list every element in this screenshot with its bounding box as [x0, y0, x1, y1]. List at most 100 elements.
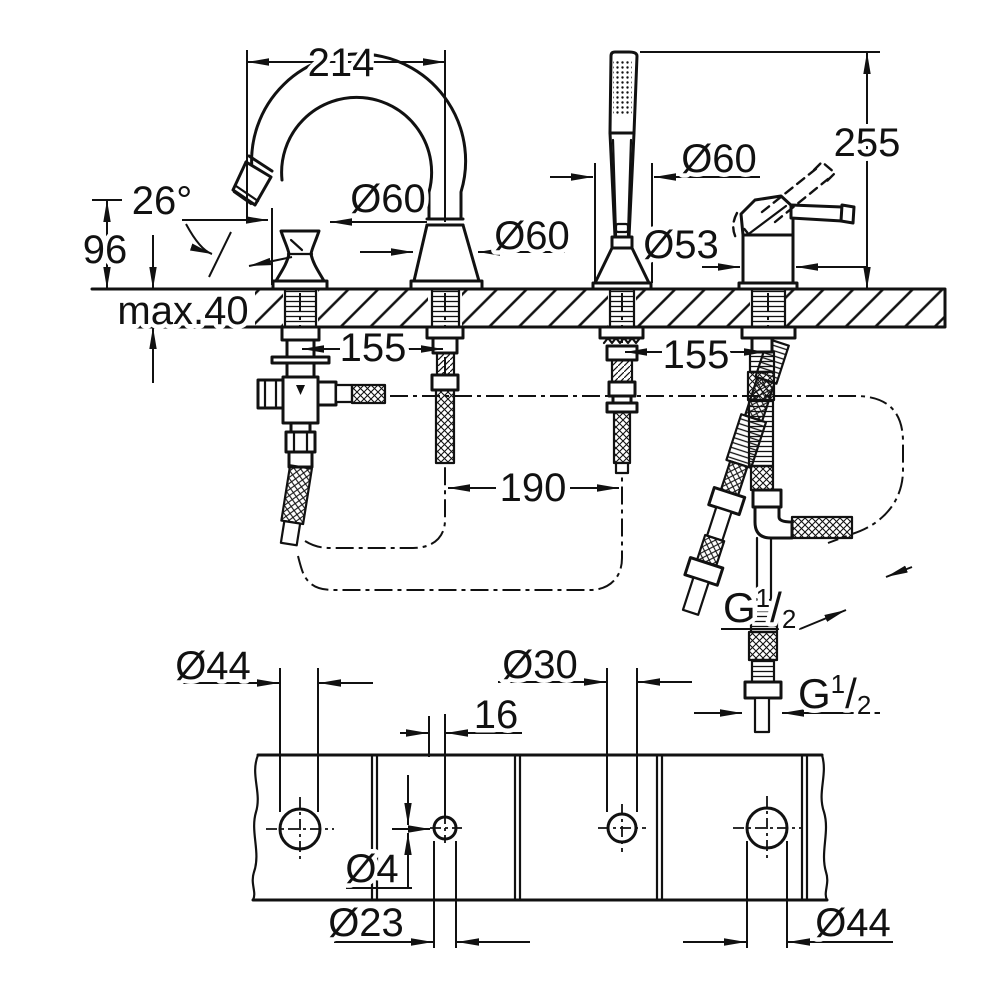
handle-baseplate	[271, 279, 329, 291]
handshower-handle-lines	[611, 138, 633, 237]
col1-below-deck	[256, 287, 387, 547]
dim-dia-pilot: Ø4	[345, 847, 398, 891]
col2-flange	[425, 325, 465, 340]
lever-handle	[732, 160, 856, 291]
col1-left-cap-nut	[256, 378, 285, 410]
col4-hose-nut	[743, 680, 783, 700]
col2-nut	[431, 336, 459, 355]
col1-cap-facets	[263, 378, 278, 410]
dim-dia-hole3: Ø30	[502, 643, 578, 687]
rim-outline	[90, 287, 947, 329]
col3-serrated-washer	[602, 336, 642, 345]
spout	[231, 52, 484, 291]
spout-baseplate	[409, 279, 484, 291]
rim-hatch	[462, 290, 608, 326]
col4-elbow-braid	[790, 515, 854, 540]
rim-plan-panel-joints	[370, 753, 809, 902]
dim-total-height: 255	[834, 121, 901, 165]
angle-slant-line	[208, 231, 232, 278]
handshower-spray-face	[613, 61, 632, 115]
dim-thread-lower: G1/2	[798, 669, 871, 720]
rim-hatch	[786, 290, 945, 326]
handshower-hose-centerline	[297, 473, 623, 591]
dim-16-extensions	[428, 714, 446, 816]
col3-hose-end	[614, 461, 630, 475]
dim-spout-reach: 214	[308, 41, 375, 85]
col1-union-facets	[292, 430, 309, 454]
dim-214-extensions	[246, 50, 446, 222]
rim-hatch	[255, 290, 283, 326]
spout-inner-arc	[280, 95, 434, 221]
dim-deck-thickness: max.40	[117, 289, 248, 333]
dim-pilot-leader	[346, 884, 412, 889]
spout-escutcheon	[412, 223, 481, 283]
col2-below-deck	[425, 287, 465, 465]
lever-head-seam	[748, 204, 788, 235]
col3-braided-hose	[612, 410, 632, 465]
dim-hole2-extensions	[433, 841, 457, 948]
spout-hose-centerline	[304, 466, 446, 549]
col3-adapter3	[605, 401, 639, 414]
plan-dimensions: Ø44 Ø30 16 Ø4 Ø23	[171, 639, 896, 950]
col1-outlet-nut	[316, 380, 338, 407]
col1-body2	[285, 361, 316, 379]
g12-upper-leader	[799, 609, 847, 630]
bath-rim-section	[90, 287, 947, 329]
shower-hose-loop-centerline	[390, 395, 904, 544]
col4-hose-end	[753, 696, 771, 734]
side-view-dimensions: 214 255 26° 96 max.40 Ø60	[78, 37, 913, 725]
dim-cc-middle: 190	[500, 466, 567, 510]
rim-plan-right-break	[820, 753, 829, 902]
col1-union-nut	[284, 430, 317, 454]
spout-aerator	[231, 160, 273, 207]
col2-thread	[435, 351, 456, 377]
handshower-escutcheon	[593, 246, 651, 285]
col1-flex-hose	[279, 464, 313, 547]
lever-body	[741, 233, 795, 287]
angle-leader	[248, 256, 293, 267]
dim-dia-handle: Ø60	[350, 177, 426, 221]
lever-head	[739, 194, 795, 237]
col2-shank	[430, 287, 461, 329]
lever-arm	[789, 203, 844, 223]
col1-outlet-stub	[334, 383, 354, 404]
col2-braided-hose	[434, 388, 456, 465]
dim-cc-right: 155	[663, 333, 730, 377]
bath-rim-plan	[251, 753, 829, 902]
hand-shower	[591, 50, 653, 291]
dim-cc-left: 155	[340, 326, 407, 370]
dim-spout-angle: 26°	[132, 179, 193, 223]
dim-dia-lever-base: Ø53	[643, 223, 719, 267]
lever-arm-cap	[839, 203, 856, 225]
col3-thread	[610, 358, 634, 384]
col4-angled-hose	[681, 337, 790, 616]
angle-arc	[185, 223, 213, 255]
mounting-holes	[266, 796, 801, 861]
g12-upper-tick	[885, 565, 913, 578]
rim-hatch	[636, 290, 750, 326]
dim-thread-upper: G1/2	[723, 583, 796, 634]
rim-hatch	[318, 290, 428, 326]
dim-dia-spout-base: Ø60	[494, 214, 570, 258]
dim-spout-height: 96	[83, 228, 128, 272]
dim-dia-hole2: Ø23	[328, 901, 404, 945]
col1-flow-arrow	[296, 385, 305, 395]
plan-view: Ø44 Ø30 16 Ø4 Ø23	[171, 639, 896, 950]
col2-union	[430, 373, 460, 392]
col1-shank	[283, 287, 318, 329]
col1-outlet-braid	[350, 383, 387, 405]
col4-elbow	[753, 505, 794, 540]
col1-valve-block	[281, 375, 320, 425]
dim-dia-shower-extensions	[594, 163, 653, 283]
side-view: 214 255 26° 96 max.40 Ø60	[78, 37, 947, 734]
col3-flange	[598, 325, 645, 340]
dim-hole3-extensions	[606, 668, 638, 812]
handle-body	[274, 229, 326, 283]
col3-adapter	[607, 380, 637, 398]
col3-below-deck	[598, 287, 645, 475]
dim-hole4-extensions	[746, 841, 788, 948]
col4-flange	[740, 325, 797, 340]
dim-dia-hole4: Ø44	[815, 901, 891, 945]
